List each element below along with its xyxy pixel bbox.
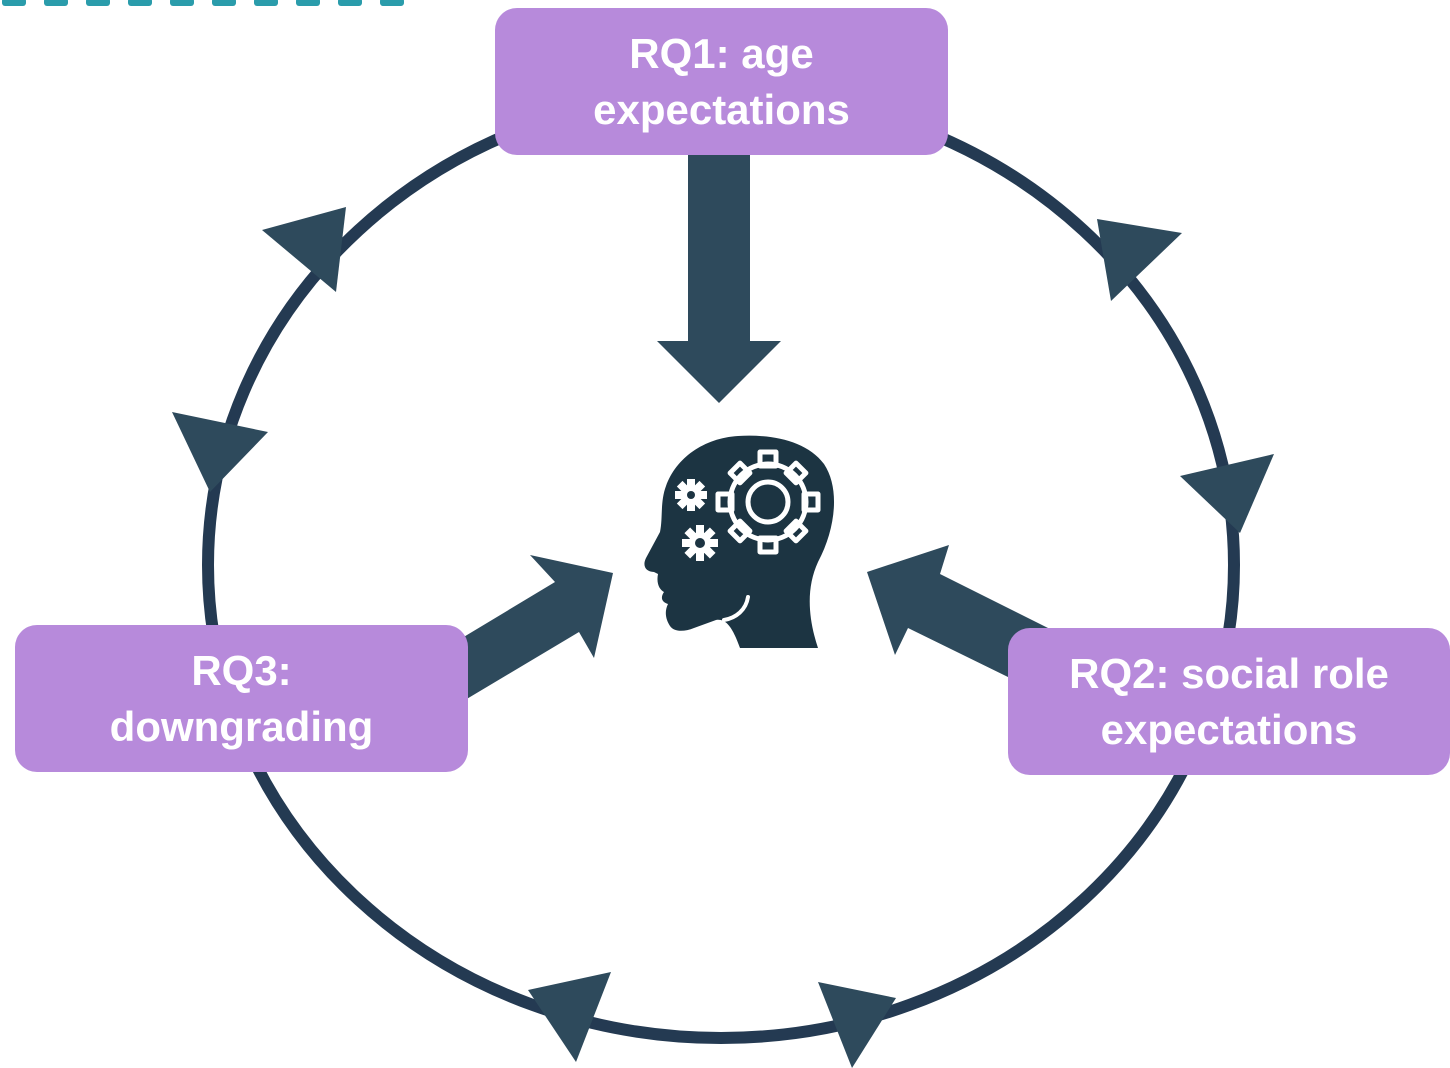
teal-heading-mark xyxy=(212,0,236,6)
rq2-label: RQ2: social role expectations xyxy=(1069,649,1389,753)
rq3-box: RQ3: downgrading xyxy=(15,625,468,772)
teal-heading-mark xyxy=(2,0,26,6)
teal-heading-mark xyxy=(380,0,404,6)
teal-heading-mark xyxy=(170,0,194,6)
large-gear-icon xyxy=(715,449,821,555)
tiny-gear-icon xyxy=(682,525,718,561)
teal-heading-mark xyxy=(44,0,68,6)
cycle-arrowhead-top-right xyxy=(1097,219,1182,301)
cycle-arrowhead-top-left xyxy=(262,207,346,292)
teal-heading-mark xyxy=(128,0,152,6)
cycle-arrowhead-bottom-left xyxy=(528,972,611,1062)
teal-heading-mark xyxy=(338,0,362,6)
small-gear-icon xyxy=(675,479,707,511)
arrow-rq3-to-center xyxy=(462,555,613,700)
cycle-arrowheads xyxy=(172,207,1274,1068)
cycle-arrowhead-bottom-right xyxy=(818,982,896,1068)
rq2-box: RQ2: social role expectations xyxy=(1008,628,1450,775)
teal-heading-mark xyxy=(254,0,278,6)
arrow-rq2-to-center xyxy=(867,545,1048,678)
teal-heading-mark xyxy=(86,0,110,6)
rq1-label: RQ1: age expectations xyxy=(593,29,850,133)
cycle-arrowhead-right xyxy=(1180,454,1274,533)
teal-heading-mark xyxy=(296,0,320,6)
rq1-box: RQ1: age expectations xyxy=(495,8,948,155)
arrow-rq1-to-center xyxy=(657,150,781,403)
mouth-curve xyxy=(722,595,750,622)
rq3-label: RQ3: downgrading xyxy=(109,646,374,750)
clipped-heading-fragment xyxy=(2,0,404,6)
cycle-arrowhead-left xyxy=(172,412,268,492)
head-with-gears-icon xyxy=(644,435,835,648)
